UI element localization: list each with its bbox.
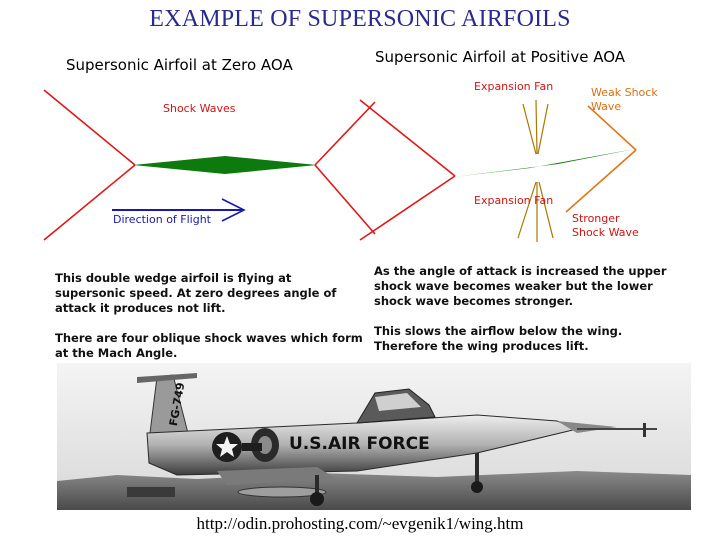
source-url: http://odin.prohosting.com/~evgenik1/win…	[196, 514, 524, 533]
stronger-shock-wave	[565, 149, 637, 213]
right-panel-heading: Supersonic Airfoil at Positive AOA	[375, 48, 626, 66]
right-front-lower-shock	[359, 175, 456, 241]
fuselage-text: U.S.AIR FORCE	[289, 434, 430, 454]
left-rear-upper-shock	[314, 101, 376, 166]
expansion-fan-bottom	[517, 181, 554, 242]
direction-of-flight-label: Direction of Flight	[113, 213, 211, 226]
airfoil-zero-aoa	[133, 156, 317, 174]
expansion-fan-bottom-label: Expansion Fan	[474, 194, 554, 207]
flight-direction-arrow	[112, 198, 246, 222]
left-panel-heading: Supersonic Airfoil at Zero AOA	[66, 56, 293, 74]
right-paragraph-1: As the angle of attack is increased the …	[374, 264, 667, 308]
right-shock-waves	[359, 99, 637, 241]
weak-shock-wave-label: Weak Shock Wave	[591, 86, 658, 113]
shock-waves-label: Shock Waves	[163, 102, 236, 115]
f104-aircraft-photo: U.S.AIR FORCE FG-749	[57, 363, 691, 510]
left-paragraph-1: This double wedge airfoil is flying at s…	[55, 271, 337, 315]
left-shock-waves	[43, 89, 376, 241]
expansion-fan-top-label: Expansion Fan	[474, 80, 554, 93]
weak-shock-wave	[587, 105, 637, 151]
left-rear-lower-shock	[314, 164, 376, 235]
airfoil-positive-aoa	[453, 148, 640, 177]
slide-title: EXAMPLE OF SUPERSONIC AIRFOILS	[149, 6, 571, 32]
stronger-shock-wave-label: Stronger Shock Wave	[572, 212, 639, 239]
expansion-fan-top	[522, 99, 549, 155]
left-front-upper-shock	[43, 89, 136, 166]
right-paragraph-2: This slows the airflow below the wing. T…	[374, 324, 623, 353]
right-front-upper-shock	[359, 99, 456, 177]
left-paragraph-2: There are four oblique shock waves which…	[55, 331, 363, 360]
left-front-lower-shock	[43, 164, 136, 241]
